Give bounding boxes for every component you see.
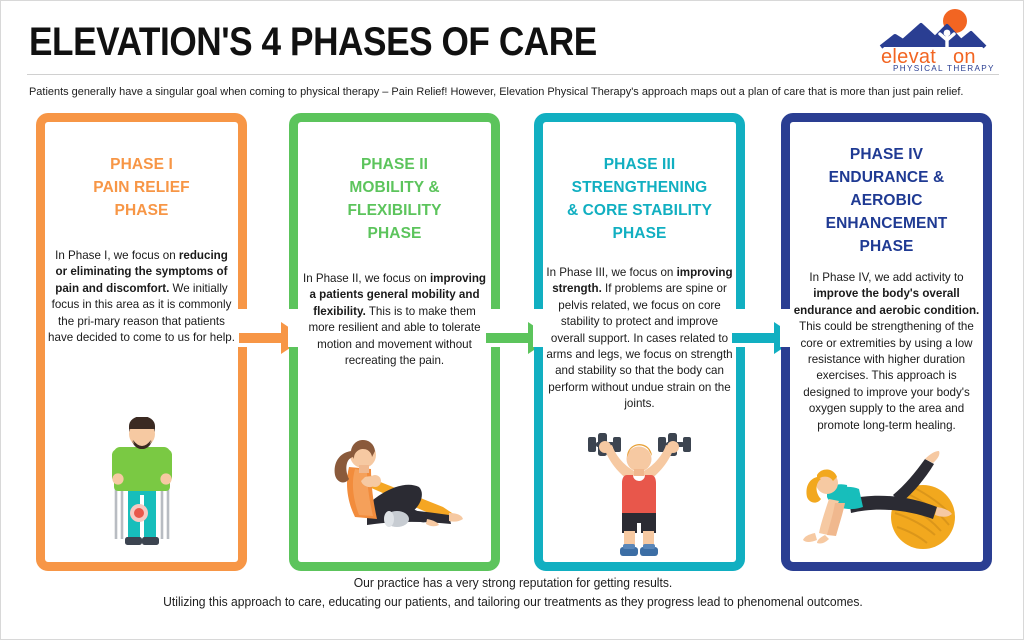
phase-card-3-arrow-notch-in (533, 309, 544, 347)
logo-wordmark-tail: on (953, 46, 976, 68)
phase-card-3-heading: PHASE III STRENGTHENING & CORE STABILITY… (566, 156, 713, 242)
runner-figure-icon (938, 29, 956, 64)
intro-paragraph: Patients generally have a singular goal … (29, 86, 964, 98)
phase-card-4[interactable]: PHASE IV ENDURANCE & AEROBIC ENHANCEMENT… (780, 113, 992, 571)
phase-card-2[interactable]: PHASE II MOBILITY & FLEXIBILITY PHASE In… (288, 113, 501, 571)
phase-card-3[interactable]: PHASE III STRENGTHENING & CORE STABILITY… (533, 113, 746, 571)
phase-card-1[interactable]: PHASE I PAIN RELIEF PHASE In Phase I, we… (36, 113, 248, 571)
phase-card-2-arrow-notch-in (288, 309, 299, 347)
phase-card-4-arrow-notch (780, 309, 791, 347)
phase-card-2-arrow-notch-out (490, 309, 501, 347)
logo-wordmark: elevat (881, 46, 936, 68)
phase-card-1-arrow-notch (237, 309, 248, 347)
footer-line-1: Our practice has a very strong reputatio… (353, 576, 673, 590)
phase-card-2-body: In Phase II, we focus on improving a pat… (302, 272, 486, 368)
man-lifting-dumbbells-illustration (546, 431, 733, 559)
phase-card-1-heading: PHASE I PAIN RELIEF PHASE (93, 156, 190, 219)
footer: Our practice has a very strong reputatio… (1, 574, 1024, 612)
woman-plank-on-exercise-ball-illustration (793, 441, 980, 553)
phase-card-2-heading: PHASE II MOBILITY & FLEXIBILITY PHASE (347, 156, 442, 242)
phase-card-4-body: In Phase IV, we add activity to improve … (793, 271, 980, 432)
phase-card-3-arrow-notch-out (735, 309, 746, 347)
header-divider (27, 74, 999, 75)
man-on-crutches-illustration (48, 417, 235, 557)
logo-tagline: PHYSICAL THERAPY (893, 64, 995, 73)
page-title: ELEVATION'S 4 PHASES OF CARE (29, 20, 597, 64)
phase-card-4-heading: PHASE IV ENDURANCE & AEROBIC ENHANCEMENT… (825, 146, 948, 255)
elevation-physical-therapy-logo: elevat on PHYSICAL THERAPY (877, 7, 1003, 73)
header: ELEVATION'S 4 PHASES OF CARE elevat on P… (1, 1, 1024, 98)
phase-card-3-body: In Phase III, we focus on improving stre… (546, 266, 733, 411)
footer-line-2: Utilizing this approach to care, educati… (163, 595, 863, 609)
logo-graphic: elevat on PHYSICAL THERAPY (879, 9, 995, 73)
phase-card-1-body: In Phase I, we focus on reducing or elim… (48, 249, 235, 345)
woman-stretching-with-band-illustration (301, 429, 488, 541)
